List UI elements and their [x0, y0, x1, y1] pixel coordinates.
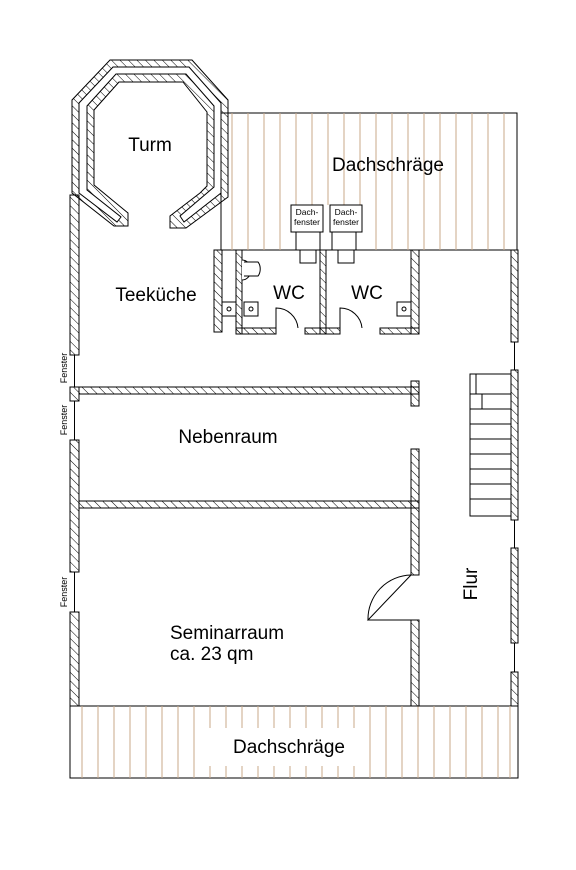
roof-slope-bottom: [69, 705, 519, 779]
tower-walls: [71, 59, 229, 229]
window-left-frames: [70, 341, 518, 673]
room-label-nebenraum: Nebenraum: [178, 427, 277, 448]
room-label-seminarraum: Seminarraum: [170, 623, 284, 644]
roof-window-label-2a: Dach-: [335, 207, 358, 217]
stairs: [469, 373, 512, 517]
room-label-flur: Flur: [461, 567, 482, 600]
room-label-wc-right: WC: [351, 283, 383, 304]
room-label-dachschraege-bottom: Dachschräge: [233, 737, 345, 758]
outer-walls: [69, 194, 519, 707]
interior-walls: [78, 249, 420, 707]
roof-slope-top: [220, 112, 518, 251]
room-label-wc-left: WC: [273, 283, 305, 304]
doors: [275, 307, 412, 621]
room-label-dachschraege-top: Dachschräge: [332, 155, 444, 176]
roof-windows: [290, 204, 363, 233]
window-label-3: Fenster: [59, 577, 69, 608]
window-label-1: Fenster: [59, 353, 69, 384]
room-label-turm: Turm: [128, 135, 172, 156]
window-label-2: Fenster: [59, 405, 69, 436]
roof-window-label-1b: fenster: [294, 217, 320, 227]
fixtures: [221, 231, 412, 317]
room-label-seminarraum-area: ca. 23 qm: [170, 644, 253, 665]
roof-window-label-2b: fenster: [333, 217, 359, 227]
roof-window-label-1a: Dach-: [296, 207, 319, 217]
room-label-teekueche: Teeküche: [115, 285, 196, 306]
